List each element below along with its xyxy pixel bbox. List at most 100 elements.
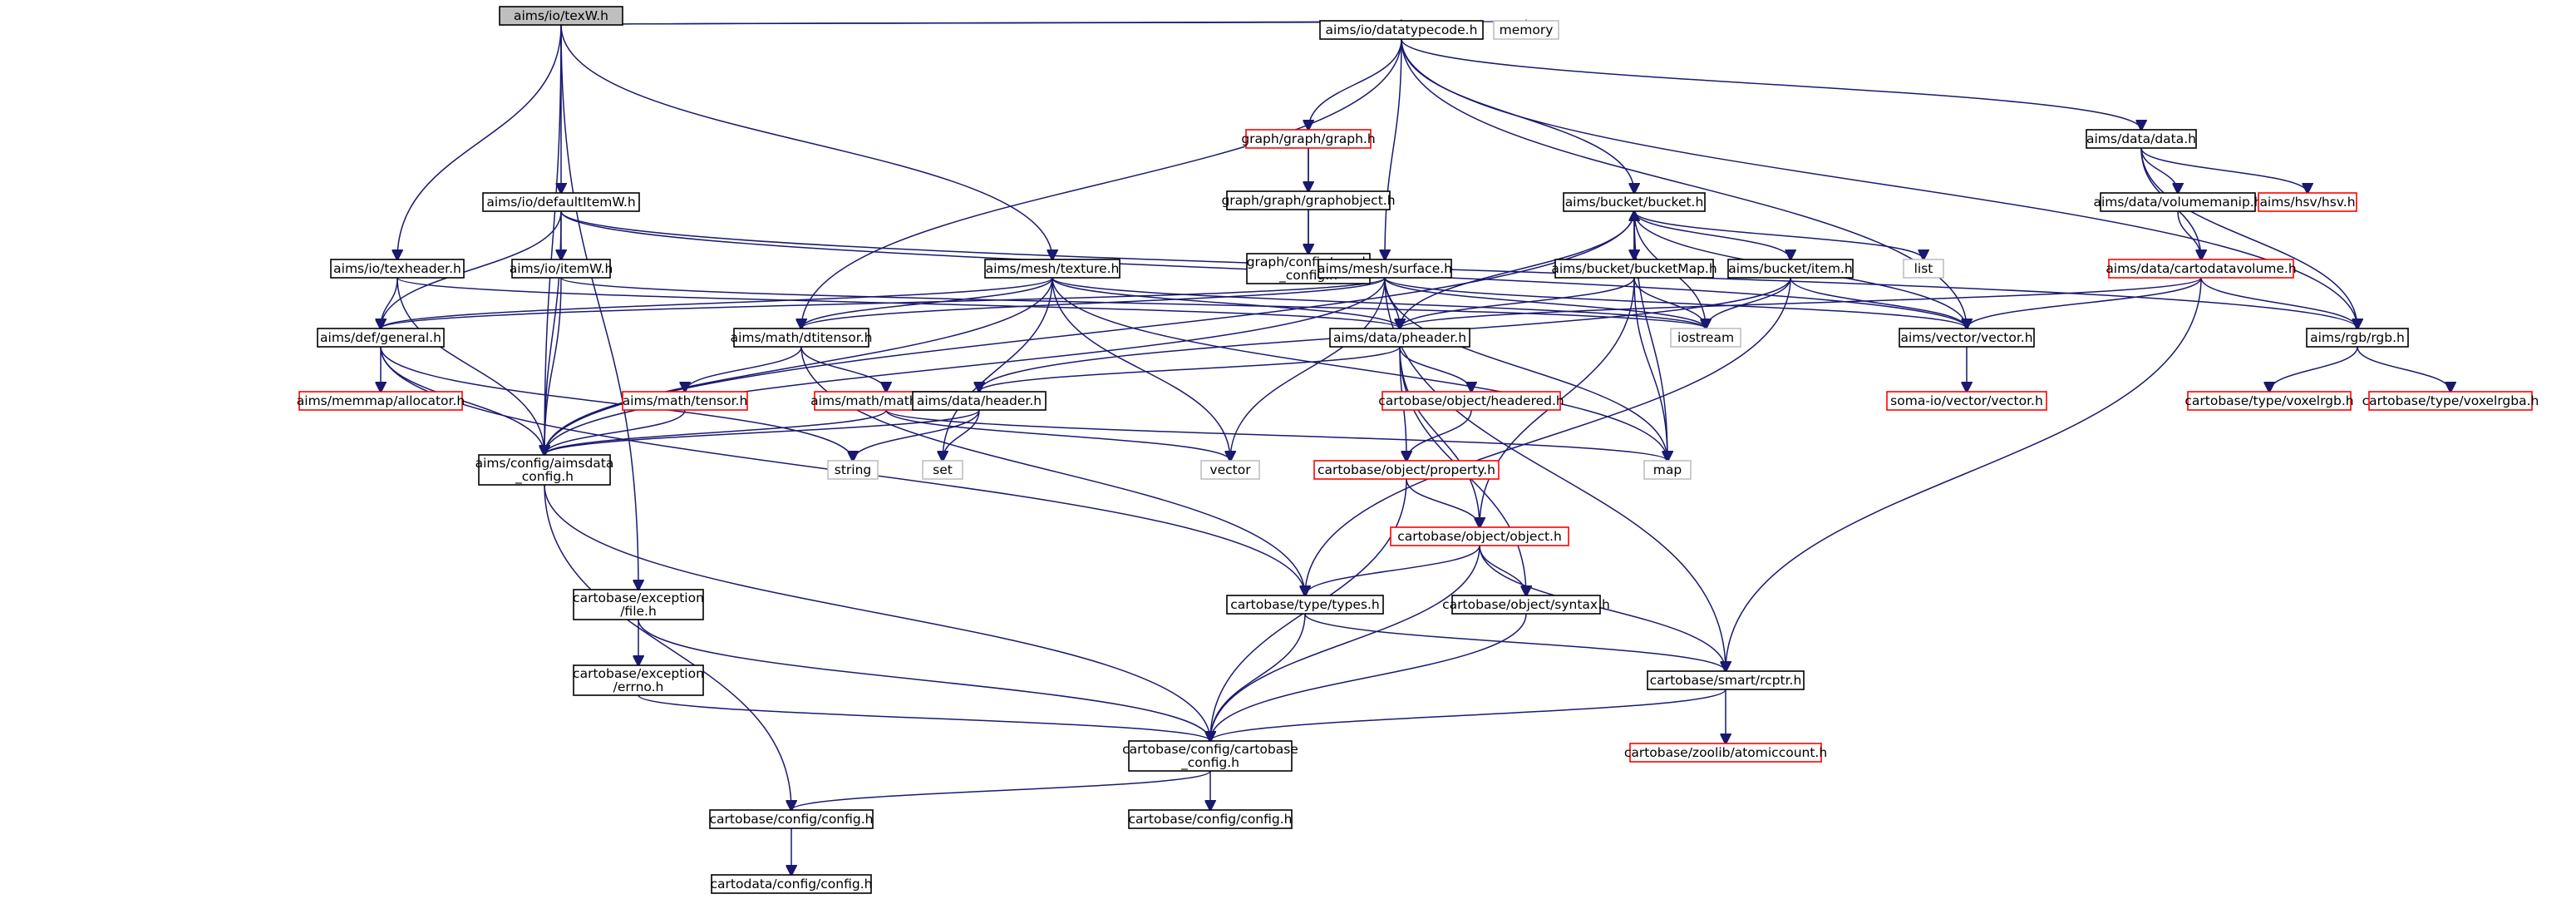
node-exfile[interactable]: cartobase/exception/file.h bbox=[573, 589, 704, 620]
node-vectorh[interactable]: aims/vector/vector.h bbox=[1899, 328, 2035, 348]
node-label: cartobase/object/headered.h bbox=[1378, 393, 1564, 408]
edge-defaultItemW-to-aimsdataconfig bbox=[544, 210, 562, 455]
node-texW[interactable]: aims/io/texW.h bbox=[499, 6, 623, 26]
node-label: aims/hsv/hsv.h bbox=[2259, 195, 2355, 210]
edge-texW-to-texheader bbox=[397, 24, 562, 259]
node-list: list bbox=[1903, 259, 1944, 279]
edge-texheader-to-aimsdataconfig bbox=[396, 277, 544, 455]
edge-bucketMap-to-pheader bbox=[1400, 277, 1635, 328]
node-volumemanip[interactable]: aims/data/volumemanip.h bbox=[2093, 192, 2263, 212]
node-box bbox=[2187, 391, 2352, 411]
node-dtitensor[interactable]: aims/math/dtitensor.h bbox=[731, 328, 873, 348]
node-surface[interactable]: aims/mesh/surface.h bbox=[1318, 259, 1452, 279]
node-box bbox=[1128, 740, 1293, 772]
node-label: aims/io/datatypecode.h bbox=[1326, 22, 1478, 37]
node-label: map bbox=[1653, 462, 1682, 477]
node-label: cartobase/config/config.h bbox=[710, 812, 874, 827]
node-defaultItemW[interactable]: aims/io/defaultItemW.h bbox=[482, 192, 640, 212]
node-box bbox=[622, 391, 748, 411]
node-types[interactable]: cartobase/type/types.h bbox=[1226, 595, 1384, 615]
node-box bbox=[1451, 595, 1601, 615]
edge-datatypecode-to-dtitensor bbox=[801, 38, 1402, 328]
node-bucket[interactable]: aims/bucket/bucket.h bbox=[1563, 192, 1706, 212]
node-config2[interactable]: cartobase/config/config.h bbox=[1128, 809, 1293, 829]
node-rgb[interactable]: aims/rgb/rgb.h bbox=[2306, 328, 2409, 348]
edge-pheader-to-header bbox=[979, 346, 1401, 392]
node-texture[interactable]: aims/mesh/texture.h bbox=[984, 259, 1121, 279]
node-datatypecode[interactable]: aims/io/datatypecode.h bbox=[1319, 20, 1484, 40]
node-box bbox=[330, 259, 465, 279]
node-label: aims/io/itemW.h bbox=[510, 261, 613, 276]
node-label: aims/vector/vector.h bbox=[1900, 330, 2032, 345]
node-headered[interactable]: cartobase/object/headered.h bbox=[1378, 391, 1564, 411]
node-box bbox=[2100, 192, 2256, 212]
node-bucketMap[interactable]: aims/bucket/bucketMap.h bbox=[1551, 259, 1717, 279]
node-hsv[interactable]: aims/hsv/hsv.h bbox=[2258, 192, 2357, 212]
edge-mathelem-to-aimsdataconfig bbox=[544, 409, 887, 455]
node-box bbox=[1382, 391, 1561, 411]
node-box bbox=[2258, 192, 2357, 212]
edge-item-to-types bbox=[1305, 277, 1791, 595]
edge-data-to-rgb bbox=[2140, 147, 2357, 328]
node-rcptr[interactable]: cartobase/smart/rcptr.h bbox=[1647, 670, 1805, 690]
node-texheader[interactable]: aims/io/texheader.h bbox=[330, 259, 465, 279]
node-cartobaseconfig[interactable]: cartobase/config/cartobase_config.h bbox=[1122, 740, 1298, 772]
node-somavector[interactable]: soma-io/vector/vector.h bbox=[1886, 391, 2047, 411]
edge-texture-to-dtitensor bbox=[801, 277, 1053, 328]
node-box bbox=[711, 874, 872, 894]
edge-types-to-cartobaseconfig bbox=[1210, 613, 1306, 741]
node-label: aims/memmap/allocator.h bbox=[297, 393, 465, 408]
node-box bbox=[1647, 670, 1805, 690]
edge-bucket-to-item bbox=[1633, 210, 1790, 259]
node-errno[interactable]: cartobase/exception/errno.h bbox=[573, 664, 704, 696]
edge-aimsdataconfig-to-cartobaseconfig bbox=[544, 484, 1210, 741]
node-box bbox=[1886, 391, 2047, 411]
edge-surface-to-general bbox=[381, 277, 1386, 328]
node-data[interactable]: aims/data/data.h bbox=[2086, 129, 2197, 149]
node-cartodataconfig[interactable]: cartodata/config/config.h bbox=[711, 874, 873, 894]
node-label: aims/data/cartodatavolume.h bbox=[2106, 261, 2296, 276]
edge-texW-to-texture bbox=[560, 24, 1052, 259]
edge-cartodatavolume-to-pheader bbox=[1400, 277, 2202, 328]
node-itemW[interactable]: aims/io/itemW.h bbox=[510, 259, 613, 279]
node-box bbox=[1493, 20, 1559, 40]
node-pheader[interactable]: aims/data/pheader.h bbox=[1329, 328, 1470, 348]
edge-surface-to-iostream bbox=[1384, 277, 1706, 328]
node-box bbox=[709, 809, 874, 829]
node-aimsdataconfig[interactable]: aims/config/aimsdata_config.h bbox=[475, 454, 614, 486]
edge-cartobaseconfig-to-config1 bbox=[791, 770, 1211, 810]
node-label: /errno.h bbox=[613, 679, 664, 694]
node-object[interactable]: cartobase/object/object.h bbox=[1390, 526, 1569, 546]
node-voxelrgb[interactable]: cartobase/type/voxelrgb.h bbox=[2184, 391, 2354, 411]
node-voxelrgba[interactable]: cartobase/type/voxelrgba.h bbox=[2362, 391, 2539, 411]
node-tensor[interactable]: aims/math/tensor.h bbox=[622, 391, 748, 411]
node-property[interactable]: cartobase/object/property.h bbox=[1313, 460, 1500, 480]
node-box bbox=[298, 391, 463, 411]
edge-surface-to-dtitensor bbox=[801, 277, 1386, 328]
node-box bbox=[1200, 460, 1260, 480]
node-box bbox=[827, 460, 879, 480]
node-graphobject[interactable]: graph/graph/graphobject.h bbox=[1221, 190, 1396, 210]
node-item[interactable]: aims/bucket/item.h bbox=[1727, 259, 1854, 279]
edge-object-to-rcptr bbox=[1479, 545, 1726, 671]
edge-object-to-types bbox=[1305, 545, 1480, 595]
node-box bbox=[1670, 328, 1741, 348]
edge-texW-to-aimsdataconfig bbox=[544, 24, 562, 455]
node-config1[interactable]: cartobase/config/config.h bbox=[709, 809, 874, 829]
node-header[interactable]: aims/data/header.h bbox=[912, 391, 1047, 411]
node-allocator[interactable]: aims/memmap/allocator.h bbox=[297, 391, 465, 411]
node-label: aims/data/header.h bbox=[917, 393, 1042, 408]
node-label: cartobase/exception bbox=[573, 590, 704, 605]
node-label: aims/mesh/texture.h bbox=[986, 261, 1120, 276]
node-box bbox=[1629, 743, 1822, 763]
node-box bbox=[1313, 460, 1500, 480]
edge-header-to-aimsdataconfig bbox=[544, 409, 980, 455]
node-label: aims/config/aimsdata bbox=[475, 456, 614, 471]
node-syntax[interactable]: cartobase/object/syntax.h bbox=[1442, 595, 1610, 615]
edge-mathelem-to-map bbox=[885, 409, 1667, 461]
node-general[interactable]: aims/def/general.h bbox=[317, 328, 445, 348]
node-graph[interactable]: graph/graph/graph.h bbox=[1241, 129, 1376, 149]
node-cartodatavolume[interactable]: aims/data/cartodatavolume.h bbox=[2106, 259, 2297, 279]
edge-texture-to-aimsdataconfig bbox=[544, 277, 1053, 455]
node-atomiccount[interactable]: cartobase/zoolib/atomiccount.h bbox=[1624, 743, 1827, 763]
